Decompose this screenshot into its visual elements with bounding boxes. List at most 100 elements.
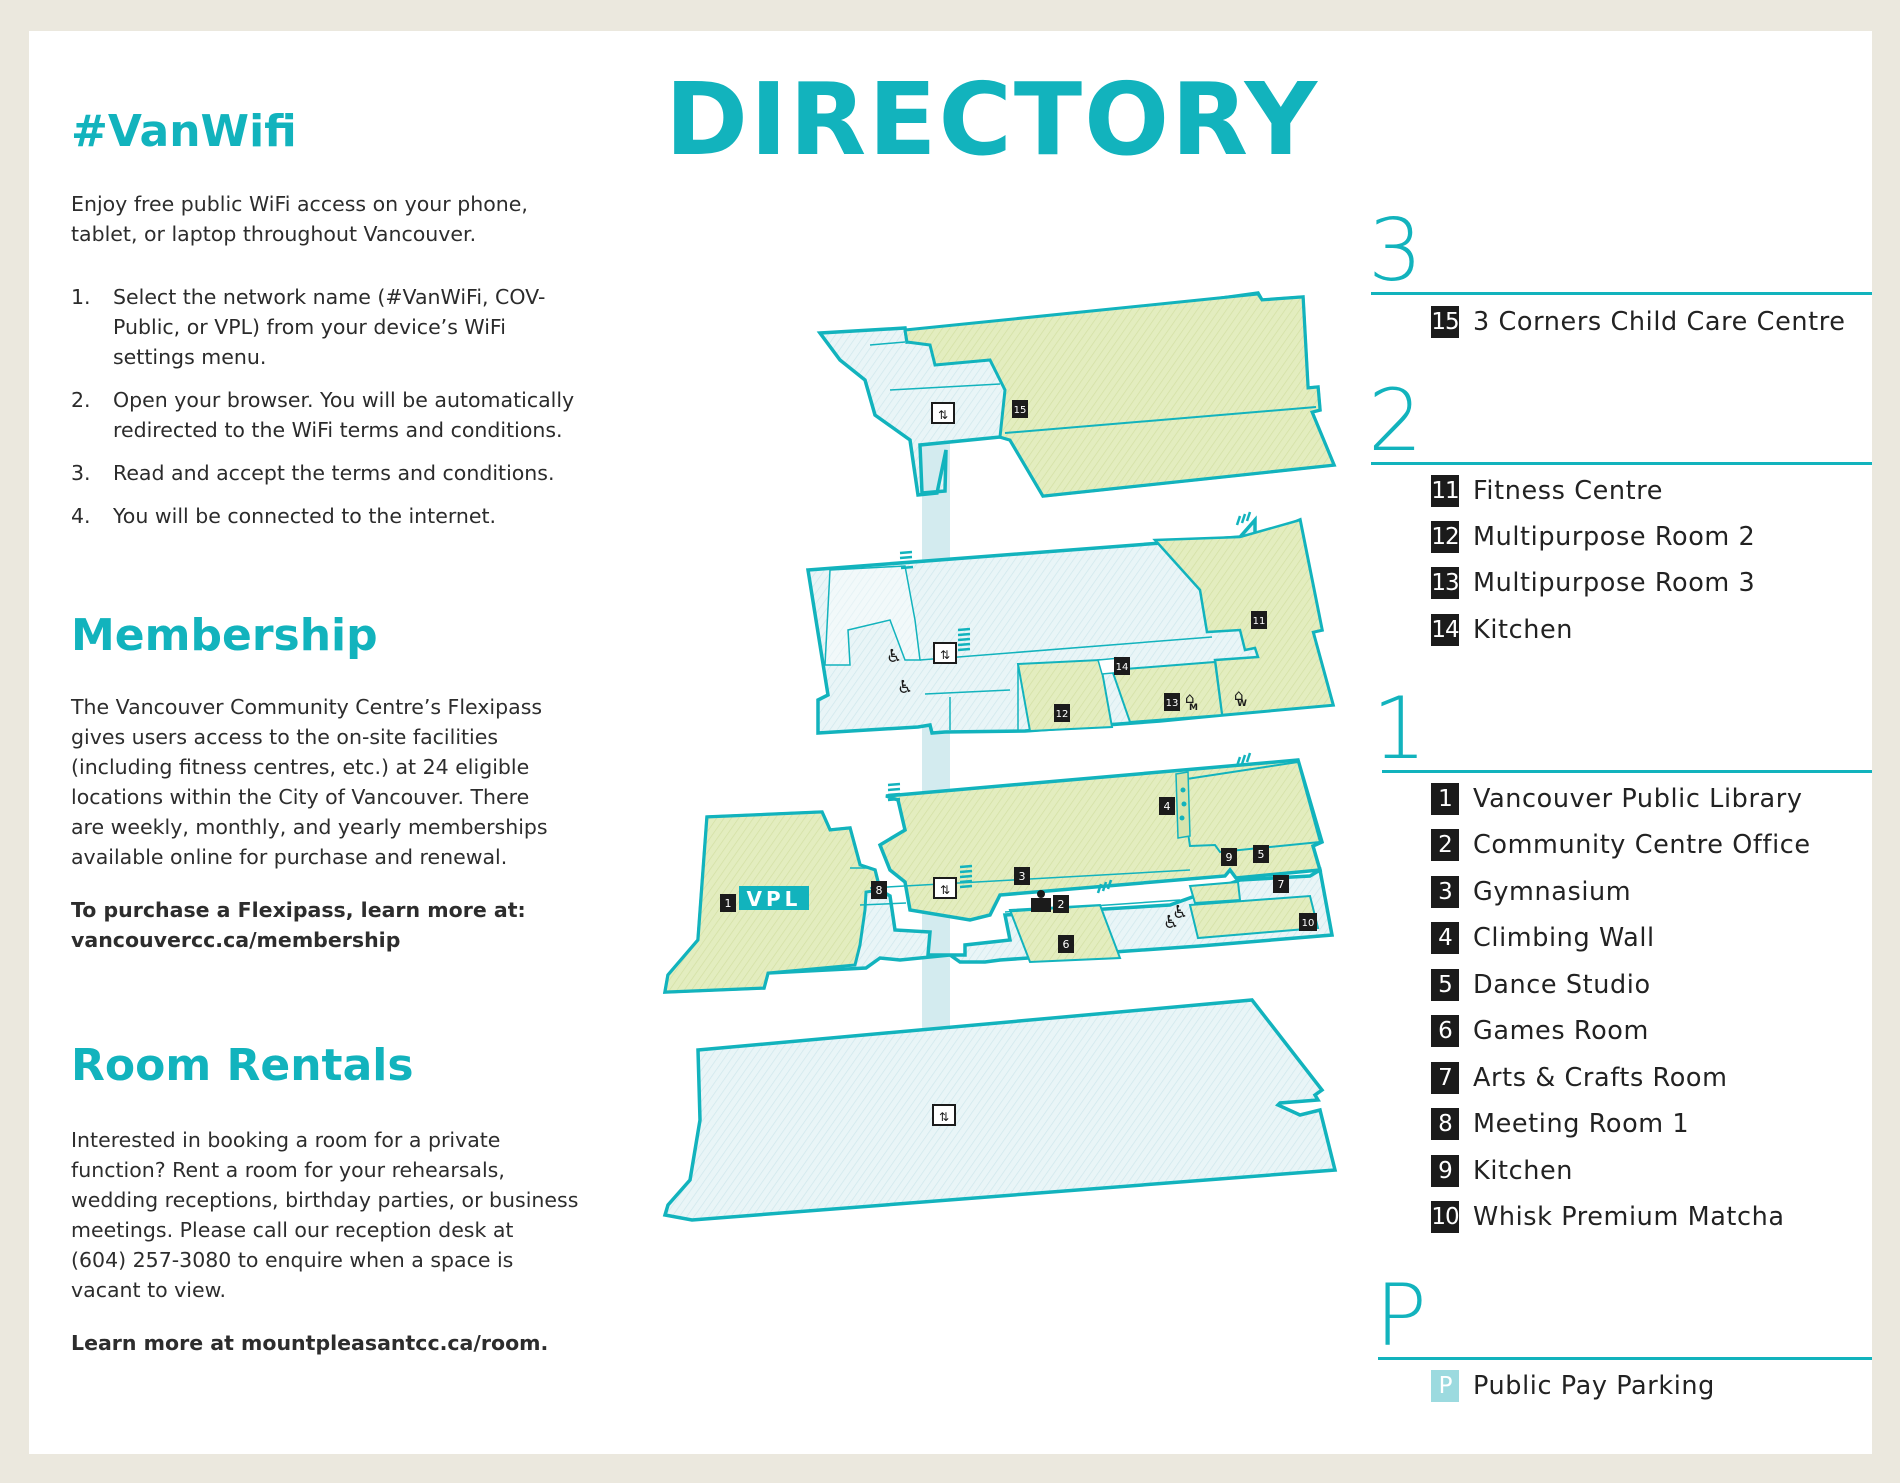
membership-line: The Vancouver Community Centre’s Flexipa… (71, 695, 543, 719)
wifi-step: 1. Select the network name (#VanWiFi, CO… (71, 282, 591, 372)
floor-1-plan (662, 758, 1335, 994)
svg-text:10: 10 (1302, 918, 1315, 929)
membership-line: are weekly, monthly, and yearly membersh… (71, 815, 548, 839)
item-label: Community Centre Office (1473, 830, 1811, 860)
marker-5[interactable]: 5 (1253, 845, 1269, 863)
wifi-intro-line: tablet, or laptop throughout Vancouver. (71, 222, 477, 246)
item-number-badge: 7 (1431, 1062, 1459, 1094)
svg-text:1: 1 (725, 897, 732, 910)
directory-item[interactable]: 6 Games Room (1431, 1015, 1649, 1047)
step-line: redirected to the WiFi terms and conditi… (113, 418, 563, 442)
marker-8[interactable]: 8 (871, 881, 887, 899)
item-number-badge: 3 (1431, 876, 1459, 908)
marker-9[interactable]: 9 (1221, 848, 1237, 866)
wifi-steps: 1. Select the network name (#VanWiFi, CO… (71, 282, 591, 544)
svg-text:12: 12 (1056, 709, 1069, 720)
map-markers: 15 11 14 13 12 4 9 5 3 2 7 10 6 8 1 (720, 400, 1317, 953)
directory-item[interactable]: 11 Fitness Centre (1431, 475, 1663, 507)
parking-badge: P (1431, 1370, 1459, 1402)
step-line: Read and accept the terms and conditions… (113, 461, 555, 485)
stairs-icon (887, 511, 1252, 894)
elevator-shaft (922, 440, 950, 1120)
marker-13[interactable]: 13 (1164, 693, 1180, 711)
marker-7[interactable]: 7 (1273, 875, 1289, 893)
directory-item[interactable]: 8 Meeting Room 1 (1431, 1108, 1689, 1140)
directory-item[interactable]: 12 Multipurpose Room 2 (1431, 521, 1755, 553)
item-label: Multipurpose Room 2 (1473, 522, 1756, 552)
parking-level-letter: P (1375, 1266, 1427, 1366)
item-number-badge: 14 (1431, 614, 1460, 646)
restroom-w-label: W (1237, 699, 1247, 709)
item-label: Whisk Premium Matcha (1473, 1202, 1785, 1232)
marker-12[interactable]: 12 (1054, 704, 1070, 722)
directory-item[interactable]: 7 Arts & Crafts Room (1431, 1062, 1728, 1094)
membership-line: available online for purchase and renewa… (71, 845, 508, 869)
floor-1-rule (1382, 770, 1872, 773)
floor-1-number: 1 (1372, 679, 1427, 779)
item-label: Kitchen (1473, 1156, 1574, 1186)
rentals-line: vacant to view. (71, 1278, 227, 1302)
marker-15[interactable]: 15 (1012, 400, 1028, 418)
item-label: 3 Corners Child Care Centre (1473, 307, 1846, 337)
item-number-badge: 10 (1431, 1201, 1460, 1233)
directory-item[interactable]: 4 Climbing Wall (1431, 922, 1655, 954)
item-number-badge: 6 (1431, 1015, 1459, 1047)
svg-text:♿: ♿ (897, 677, 913, 698)
directory-item[interactable]: 14 Kitchen (1431, 614, 1573, 646)
membership-link[interactable]: vancouvercc.ca/membership (71, 928, 401, 952)
svg-text:3: 3 (1019, 870, 1026, 883)
item-number-badge: 2 (1431, 829, 1459, 861)
item-label: Vancouver Public Library (1473, 784, 1803, 814)
membership-body: The Vancouver Community Centre’s Flexipa… (71, 692, 591, 872)
marker-4[interactable]: 4 (1159, 797, 1175, 815)
directory-item[interactable]: 9 Kitchen (1431, 1155, 1573, 1187)
marker-6[interactable]: 6 (1058, 935, 1074, 953)
svg-text:⇅: ⇅ (940, 883, 950, 897)
directory-item[interactable]: 13 Multipurpose Room 3 (1431, 567, 1755, 599)
directory-item[interactable]: 15 3 Corners Child Care Centre (1431, 306, 1846, 338)
marker-10[interactable]: 10 (1299, 913, 1317, 931)
marker-11[interactable]: 11 (1251, 611, 1267, 629)
directory-item[interactable]: P Public Pay Parking (1431, 1370, 1715, 1402)
directory-item[interactable]: 10 Whisk Premium Matcha (1431, 1201, 1785, 1233)
item-number-badge: 12 (1431, 521, 1460, 553)
item-label: Games Room (1473, 1016, 1649, 1046)
step-number: 3. (71, 461, 91, 485)
restroom-m-label: M (1189, 703, 1198, 713)
marker-2[interactable]: 2 (1053, 895, 1069, 913)
directory-item[interactable]: 3 Gymnasium (1431, 876, 1631, 908)
step-number: 1. (71, 285, 91, 309)
marker-14[interactable]: 14 (1114, 657, 1130, 675)
item-label: Gymnasium (1473, 877, 1632, 907)
rentals-heading: Room Rentals (71, 1040, 414, 1091)
item-number-badge: 13 (1431, 567, 1460, 599)
svg-text:14: 14 (1116, 662, 1129, 673)
svg-text:⇅: ⇅ (938, 408, 948, 422)
item-number-badge: 11 (1431, 475, 1460, 507)
svg-text:2: 2 (1058, 898, 1065, 911)
svg-text:8: 8 (876, 884, 883, 897)
wifi-step: 3. Read and accept the terms and conditi… (71, 458, 591, 488)
membership-line: (including fitness centres, etc.) at 24 … (71, 755, 530, 779)
svg-text:♿: ♿ (1163, 912, 1179, 933)
marker-3[interactable]: 3 (1014, 867, 1030, 885)
directory-item[interactable]: 1 Vancouver Public Library (1431, 783, 1803, 815)
rentals-link[interactable]: Learn more at mountpleasantcc.ca/room. (71, 1331, 549, 1355)
svg-text:⇅: ⇅ (939, 1110, 949, 1124)
membership-line: gives users access to the on-site facili… (71, 725, 499, 749)
svg-text:⌂: ⌂ (1234, 686, 1244, 704)
svg-text:VPL: VPL (747, 887, 802, 911)
marker-1[interactable]: 1 (720, 894, 736, 912)
item-label: Arts & Crafts Room (1473, 1063, 1728, 1093)
step-line: You will be connected to the internet. (113, 504, 497, 528)
membership-cta: To purchase a Flexipass, learn more at: … (71, 895, 591, 955)
poster-panel (29, 31, 1872, 1454)
directory-item[interactable]: 5 Dance Studio (1431, 969, 1651, 1001)
svg-text:⌂: ⌂ (1185, 689, 1195, 707)
directory-item[interactable]: 2 Community Centre Office (1431, 829, 1811, 861)
svg-text:6: 6 (1063, 938, 1070, 951)
floor-2-plan (805, 515, 1336, 735)
floor-3-rule (1371, 292, 1872, 295)
membership-line: locations within the City of Vancouver. … (71, 785, 530, 809)
